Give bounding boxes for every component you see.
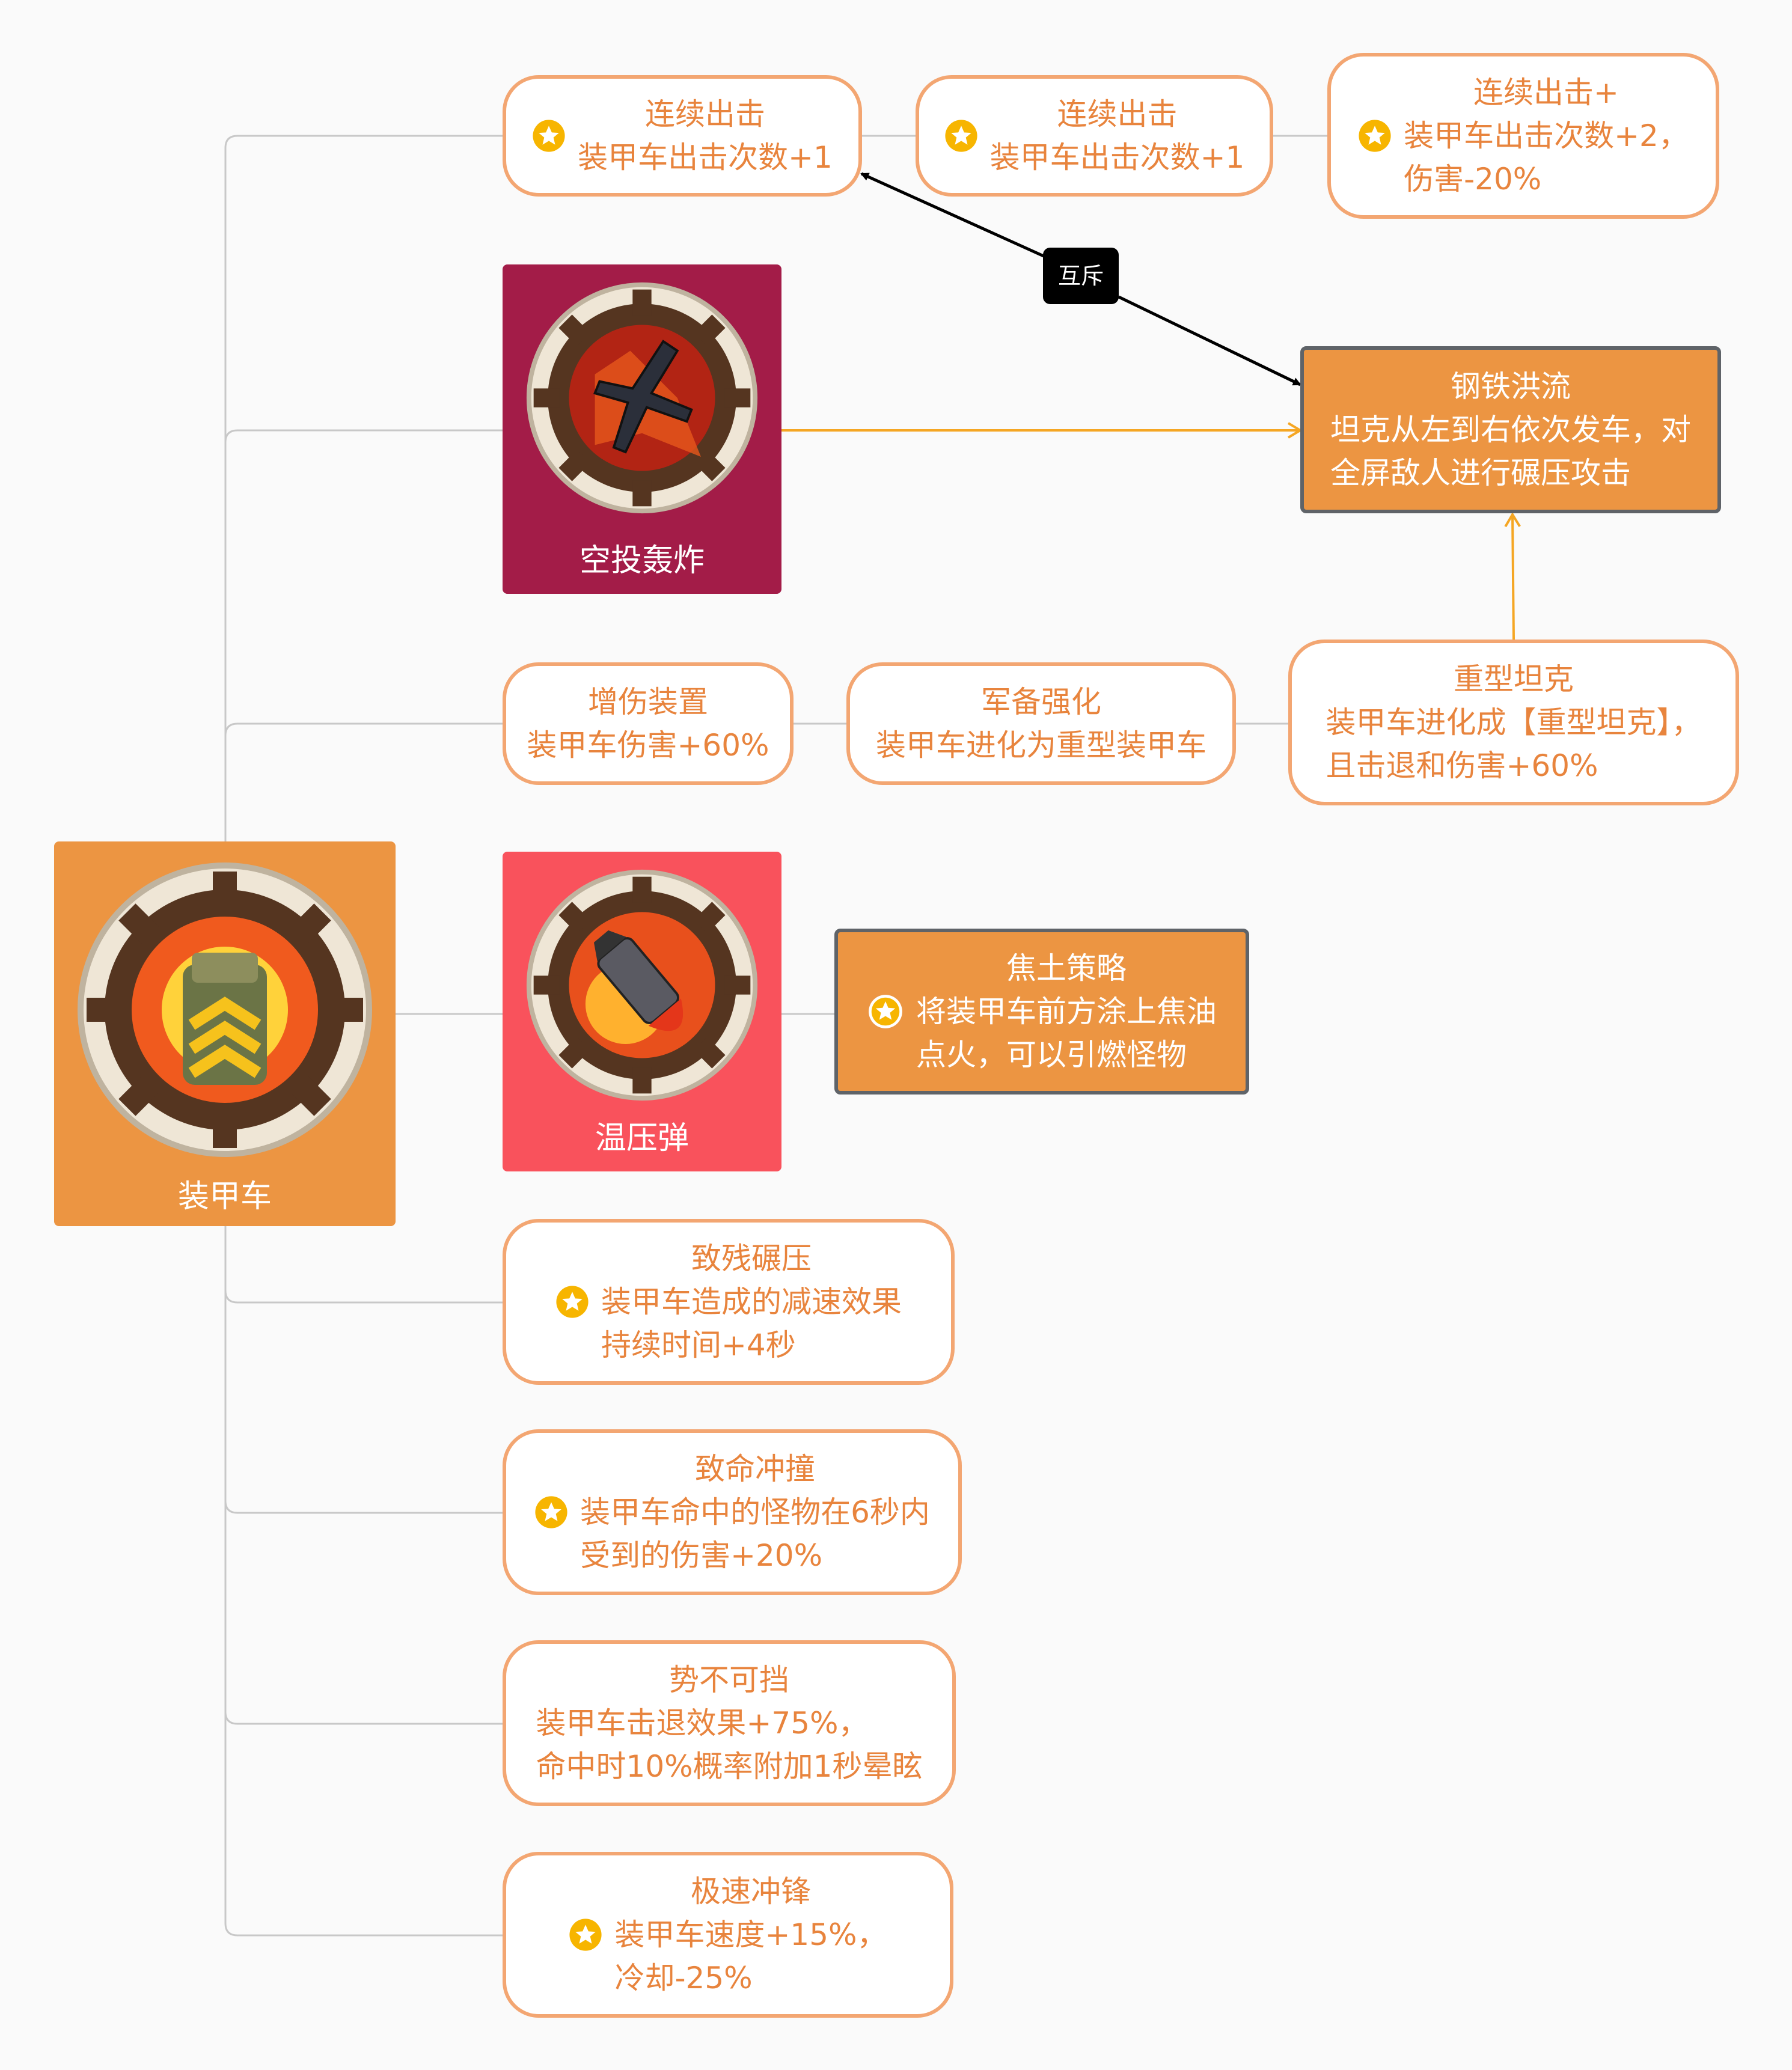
star-badge-icon [1359,120,1391,152]
node-desc: 将装甲车前方涂上焦油 点火，可以引燃怪物 [916,994,1217,1072]
node-desc: 装甲车速度+15%， 冷却-25% [614,1917,887,1995]
exclusive-arrow-line [860,172,1045,258]
node-title: 势不可挡 [668,1662,789,1697]
node-title: 连续出击+ [1473,75,1619,110]
speed-node[interactable]: 极速冲锋 装甲车速度+15%， 冷却-25% [503,1852,953,2018]
node-title: 军备强化 [981,685,1101,719]
burst-node-3[interactable]: 连续出击+ 装甲车出击次数+2， 伤害-20% [1327,53,1719,219]
branch-line-fatal [224,1500,503,1514]
fire-missile-gear-icon [526,869,758,1101]
burst-node-2[interactable]: 连续出击 装甲车出击次数+1 [916,75,1273,197]
node-desc: 装甲车造成的减速效果 持续时间+4秒 [601,1284,902,1363]
branch-line-damage [224,722,503,736]
star-badge-icon [533,120,565,152]
node-title: 致命冲撞 [695,1452,815,1486]
unstoppable-node[interactable]: 势不可挡 装甲车击退效果+75%， 命中时10%概率附加1秒晕眩 [503,1640,956,1806]
branch-line-unstoppable [224,1711,503,1725]
star-badge-icon [556,1286,589,1318]
star-badge-icon [945,120,977,152]
thermobaric-label: 温压弹 [595,1120,689,1156]
airdrop-node[interactable]: 空投轰炸 [503,264,781,594]
thermobaric-node[interactable]: 温压弹 [503,852,781,1171]
branch-line-airdrop [224,429,503,443]
node-desc: 坦克从左到右依次发车，对 全屏敌人进行碾压攻击 [1330,412,1691,490]
jet-bomber-gear-icon [526,282,758,514]
node-title: 增伤装置 [588,685,708,719]
node-desc: 装甲车进化为重型装甲车 [876,728,1206,763]
cripple-node[interactable]: 致残碾压 装甲车造成的减速效果 持续时间+4秒 [503,1219,955,1385]
root-label: 装甲车 [177,1179,272,1215]
node-desc: 装甲车出击次数+1 [578,140,833,175]
star-badge-icon [869,995,902,1028]
steel-flood-node[interactable]: 钢铁洪流 坦克从左到右依次发车，对 全屏敌人进行碾压攻击 [1300,346,1721,513]
node-title: 连续出击 [645,97,765,132]
node-desc: 装甲车命中的怪物在6秒内 受到的伤害+20% [580,1495,930,1573]
trunk-line-top [224,135,503,841]
node-desc: 装甲车伤害+60% [527,728,769,763]
damage-node-1[interactable]: 增伤装置 装甲车伤害+60% [503,662,794,785]
node-desc: 装甲车出击次数+1 [989,140,1245,175]
fatal-node[interactable]: 致命冲撞 装甲车命中的怪物在6秒内 受到的伤害+20% [503,1429,962,1595]
star-badge-icon [569,1919,602,1951]
burst-node-1[interactable]: 连续出击 装甲车出击次数+1 [503,75,862,197]
node-title: 焦土策略 [1006,951,1127,986]
scorched-node[interactable]: 焦土策略 将装甲车前方涂上焦油 点火，可以引燃怪物 [834,929,1249,1095]
node-desc: 装甲车击退效果+75%， 命中时10%概率附加1秒晕眩 [536,1706,923,1784]
node-title: 连续出击 [1057,97,1178,132]
airdrop-label: 空投轰炸 [579,543,705,579]
node-title: 极速冲锋 [691,1874,811,1909]
trunk-line-bottom [224,1226,503,1937]
armored-truck-gear-icon [78,862,372,1157]
node-title: 重型坦克 [1454,662,1574,697]
damage-node-2[interactable]: 军备强化 装甲车进化为重型装甲车 [846,662,1236,785]
root-node[interactable]: 装甲车 [54,841,396,1226]
damage-node-3[interactable]: 重型坦克 装甲车进化成【重型坦克】， 且击退和伤害+60% [1288,640,1739,805]
branch-line-cripple [224,1290,503,1304]
heavy-tank-to-steel-arrow [1504,512,1521,640]
node-desc: 装甲车出击次数+2， 伤害-20% [1404,118,1689,197]
node-title: 钢铁洪流 [1451,369,1571,404]
exclusive-badge: 互斥 [1043,248,1119,304]
node-desc: 装甲车进化成【重型坦克】， 且击退和伤害+60% [1326,705,1702,783]
exclusive-arrow-line-2 [1118,295,1301,386]
node-title: 致残碾压 [691,1241,812,1276]
star-badge-icon [535,1496,567,1528]
